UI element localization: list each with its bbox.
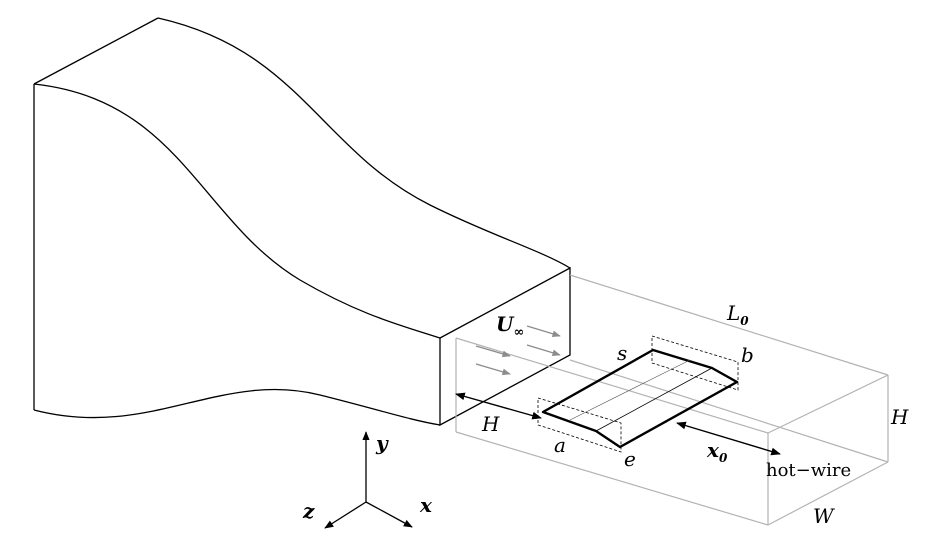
- H-distance-arrow: [455, 392, 542, 420]
- inlet-top-edge: [33, 17, 159, 85]
- plate-inner-left: [595, 367, 713, 432]
- height-left-label: H: [481, 412, 500, 436]
- hot-wire-label: hot−wire: [766, 460, 851, 481]
- plate-region-a-box: [537, 397, 622, 453]
- test-section-top-front: [455, 337, 769, 434]
- flow-arrow: [475, 345, 511, 358]
- flow-arrow: [475, 363, 511, 376]
- flow-arrow: [526, 344, 561, 357]
- plate-a-label: a: [554, 433, 566, 457]
- axis-z-label: z: [302, 499, 315, 523]
- test-section-right-top: [767, 374, 889, 434]
- nozzle-back-top-curve: [157, 17, 571, 269]
- axis-y-label: y: [375, 431, 389, 455]
- width-label: W: [813, 504, 835, 528]
- height-right-label: H: [890, 405, 909, 429]
- flow-arrows: [475, 325, 561, 376]
- nozzle-front-top-curve: [33, 83, 441, 339]
- x0-label: x0: [706, 438, 728, 465]
- contraction-nozzle: [33, 17, 571, 427]
- velocity-label: U∞: [496, 312, 524, 340]
- flow-arrow: [526, 325, 561, 338]
- outlet-face: [439, 266, 571, 427]
- nozzle-bottom-curve: [33, 388, 441, 426]
- test-section-bottom-right: [767, 461, 889, 526]
- coordinate-axes: [324, 431, 413, 529]
- plate-s-label: s: [617, 341, 627, 365]
- plate-centerline: [569, 359, 691, 421]
- plate-e-label: e: [624, 447, 636, 471]
- z-axis-arrow: [324, 501, 367, 529]
- test-section-top-back: [569, 274, 889, 376]
- test-section-bottom-front: [455, 431, 769, 526]
- flat-plate: [537, 335, 739, 453]
- x-axis-arrow: [365, 501, 413, 528]
- axis-x-label: x: [419, 493, 433, 517]
- test-section: [455, 274, 889, 526]
- x0-distance-arrow: [676, 421, 781, 456]
- plate-region-b-box: [651, 335, 739, 391]
- test-section-bottom-back: [569, 359, 889, 463]
- plate-b-label: b: [741, 343, 754, 367]
- length-label: L0: [726, 301, 749, 328]
